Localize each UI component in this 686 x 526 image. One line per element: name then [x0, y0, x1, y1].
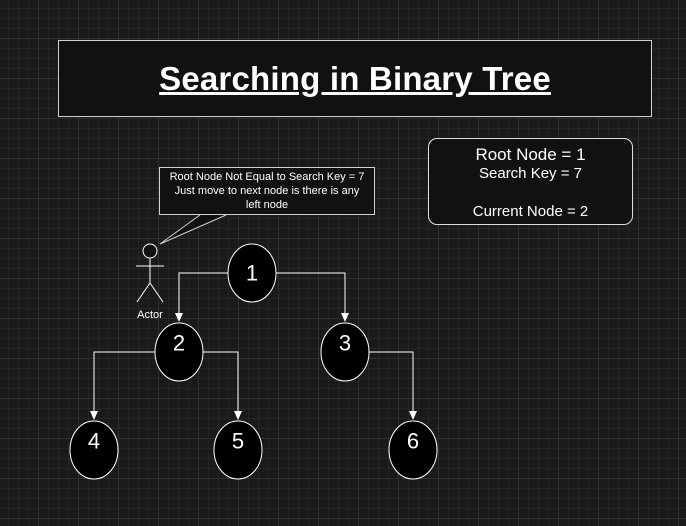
tree-node-2: 2 [154, 322, 204, 382]
edge-1-2 [175, 272, 229, 322]
title-box: Searching in Binary Tree [58, 40, 652, 117]
edge-2-4 [90, 351, 155, 420]
edge-1-3 [276, 272, 349, 322]
edge-3-6 [369, 351, 417, 420]
tree-node-4: 4 [69, 420, 119, 480]
callout-line-2: Just move to next node is there is any [174, 185, 360, 197]
node-label-4: 4 [88, 429, 100, 454]
callout-pointer [159, 214, 227, 245]
callout-line-3: left node [245, 199, 289, 211]
tree-node-3: 3 [320, 322, 370, 382]
tree-node-1: 1 [227, 243, 277, 303]
callout-line-1: Root Node Not Equal to Search Key = 7 [169, 171, 365, 183]
node-label-5: 5 [232, 429, 244, 454]
node-label-2: 2 [173, 331, 185, 356]
tree-node-5: 5 [213, 420, 263, 480]
tree-node-6: 6 [388, 420, 438, 480]
search-key-text: Search Key = 7 [479, 165, 582, 182]
node-label-6: 6 [407, 429, 419, 454]
root-node-text: Root Node = 1 [475, 145, 586, 164]
actor-callout: Root Node Not Equal to Search Key = 7 Ju… [159, 167, 375, 215]
edge-2-5 [203, 351, 242, 420]
diagram-title: Searching in Binary Tree [159, 59, 551, 97]
actor-label: Actor [137, 309, 163, 321]
current-node-text: Current Node = 2 [472, 203, 589, 220]
node-label-3: 3 [339, 331, 351, 356]
info-box: Root Node = 1 Search Key = 7 Current Nod… [428, 138, 633, 225]
actor-icon [136, 243, 164, 303]
node-label-1: 1 [246, 261, 258, 286]
